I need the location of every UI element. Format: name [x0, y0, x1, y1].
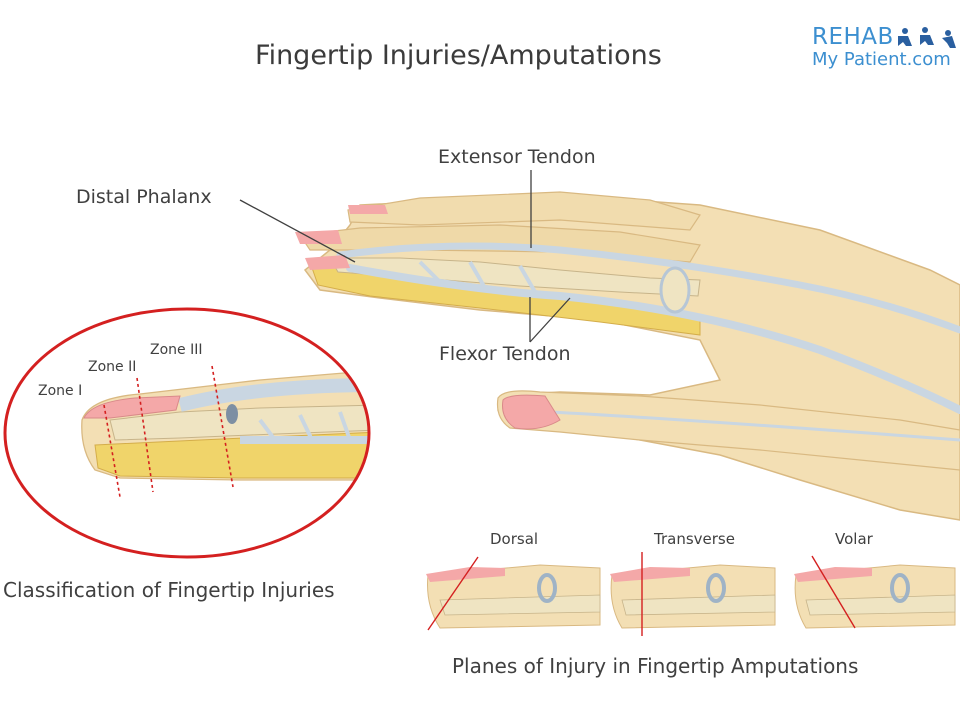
thumb-nail: [502, 394, 561, 430]
zone-lines: [103, 365, 234, 498]
logo-text-rehab: REHAB: [812, 24, 894, 50]
hand-illustration: [295, 191, 960, 521]
extensor-tendon-shape: [336, 242, 960, 334]
label-distal-phalanx: Distal Phalanx: [76, 186, 212, 208]
label-plane-transverse: Transverse: [654, 530, 735, 548]
plane-finger-dorsal: [426, 556, 601, 631]
flexor-tendon-shape: [346, 264, 960, 414]
logo-figures-icon: [898, 27, 956, 48]
upper-fingers: [347, 191, 701, 231]
zone-2-line: [136, 377, 154, 493]
zoom-inset: [3, 307, 371, 559]
flexor-leader-b: [529, 297, 571, 343]
zoom-circle: [3, 307, 371, 559]
inset-nail: [83, 395, 181, 419]
label-zone-3: Zone III: [150, 342, 203, 358]
zone-3-line: [211, 365, 234, 488]
thumb: [496, 390, 960, 471]
dorsal-cut-line: [427, 556, 479, 631]
caption-classification: Classification of Fingertip Injuries: [3, 578, 335, 602]
leader-lines: [239, 170, 571, 343]
inset-bone: [109, 404, 369, 441]
plane-finger-transverse: [610, 552, 776, 636]
logo-text-mypatient: My Patient.com: [812, 49, 951, 70]
knuckle-joint: [659, 266, 691, 314]
volar-cut-line: [811, 555, 856, 629]
nail-middle: [295, 230, 342, 244]
nail-index: [305, 255, 350, 270]
plane-finger-volar: [794, 555, 956, 629]
label-plane-volar: Volar: [835, 530, 873, 548]
planes-panel: [426, 552, 956, 636]
label-zone-1: Zone I: [38, 383, 83, 399]
nail-upper: [348, 205, 388, 214]
label-zone-2: Zone II: [88, 359, 137, 375]
caption-planes: Planes of Injury in Fingertip Amputation…: [452, 654, 859, 678]
label-plane-dorsal: Dorsal: [490, 530, 539, 548]
inset-tendon: [178, 378, 369, 412]
label-flexor-tendon: Flexor Tendon: [439, 343, 571, 365]
distal-phalanx-leader: [239, 199, 356, 263]
page-title: Fingertip Injuries/Amputations: [255, 40, 662, 71]
label-extensor-tendon: Extensor Tendon: [438, 146, 596, 168]
